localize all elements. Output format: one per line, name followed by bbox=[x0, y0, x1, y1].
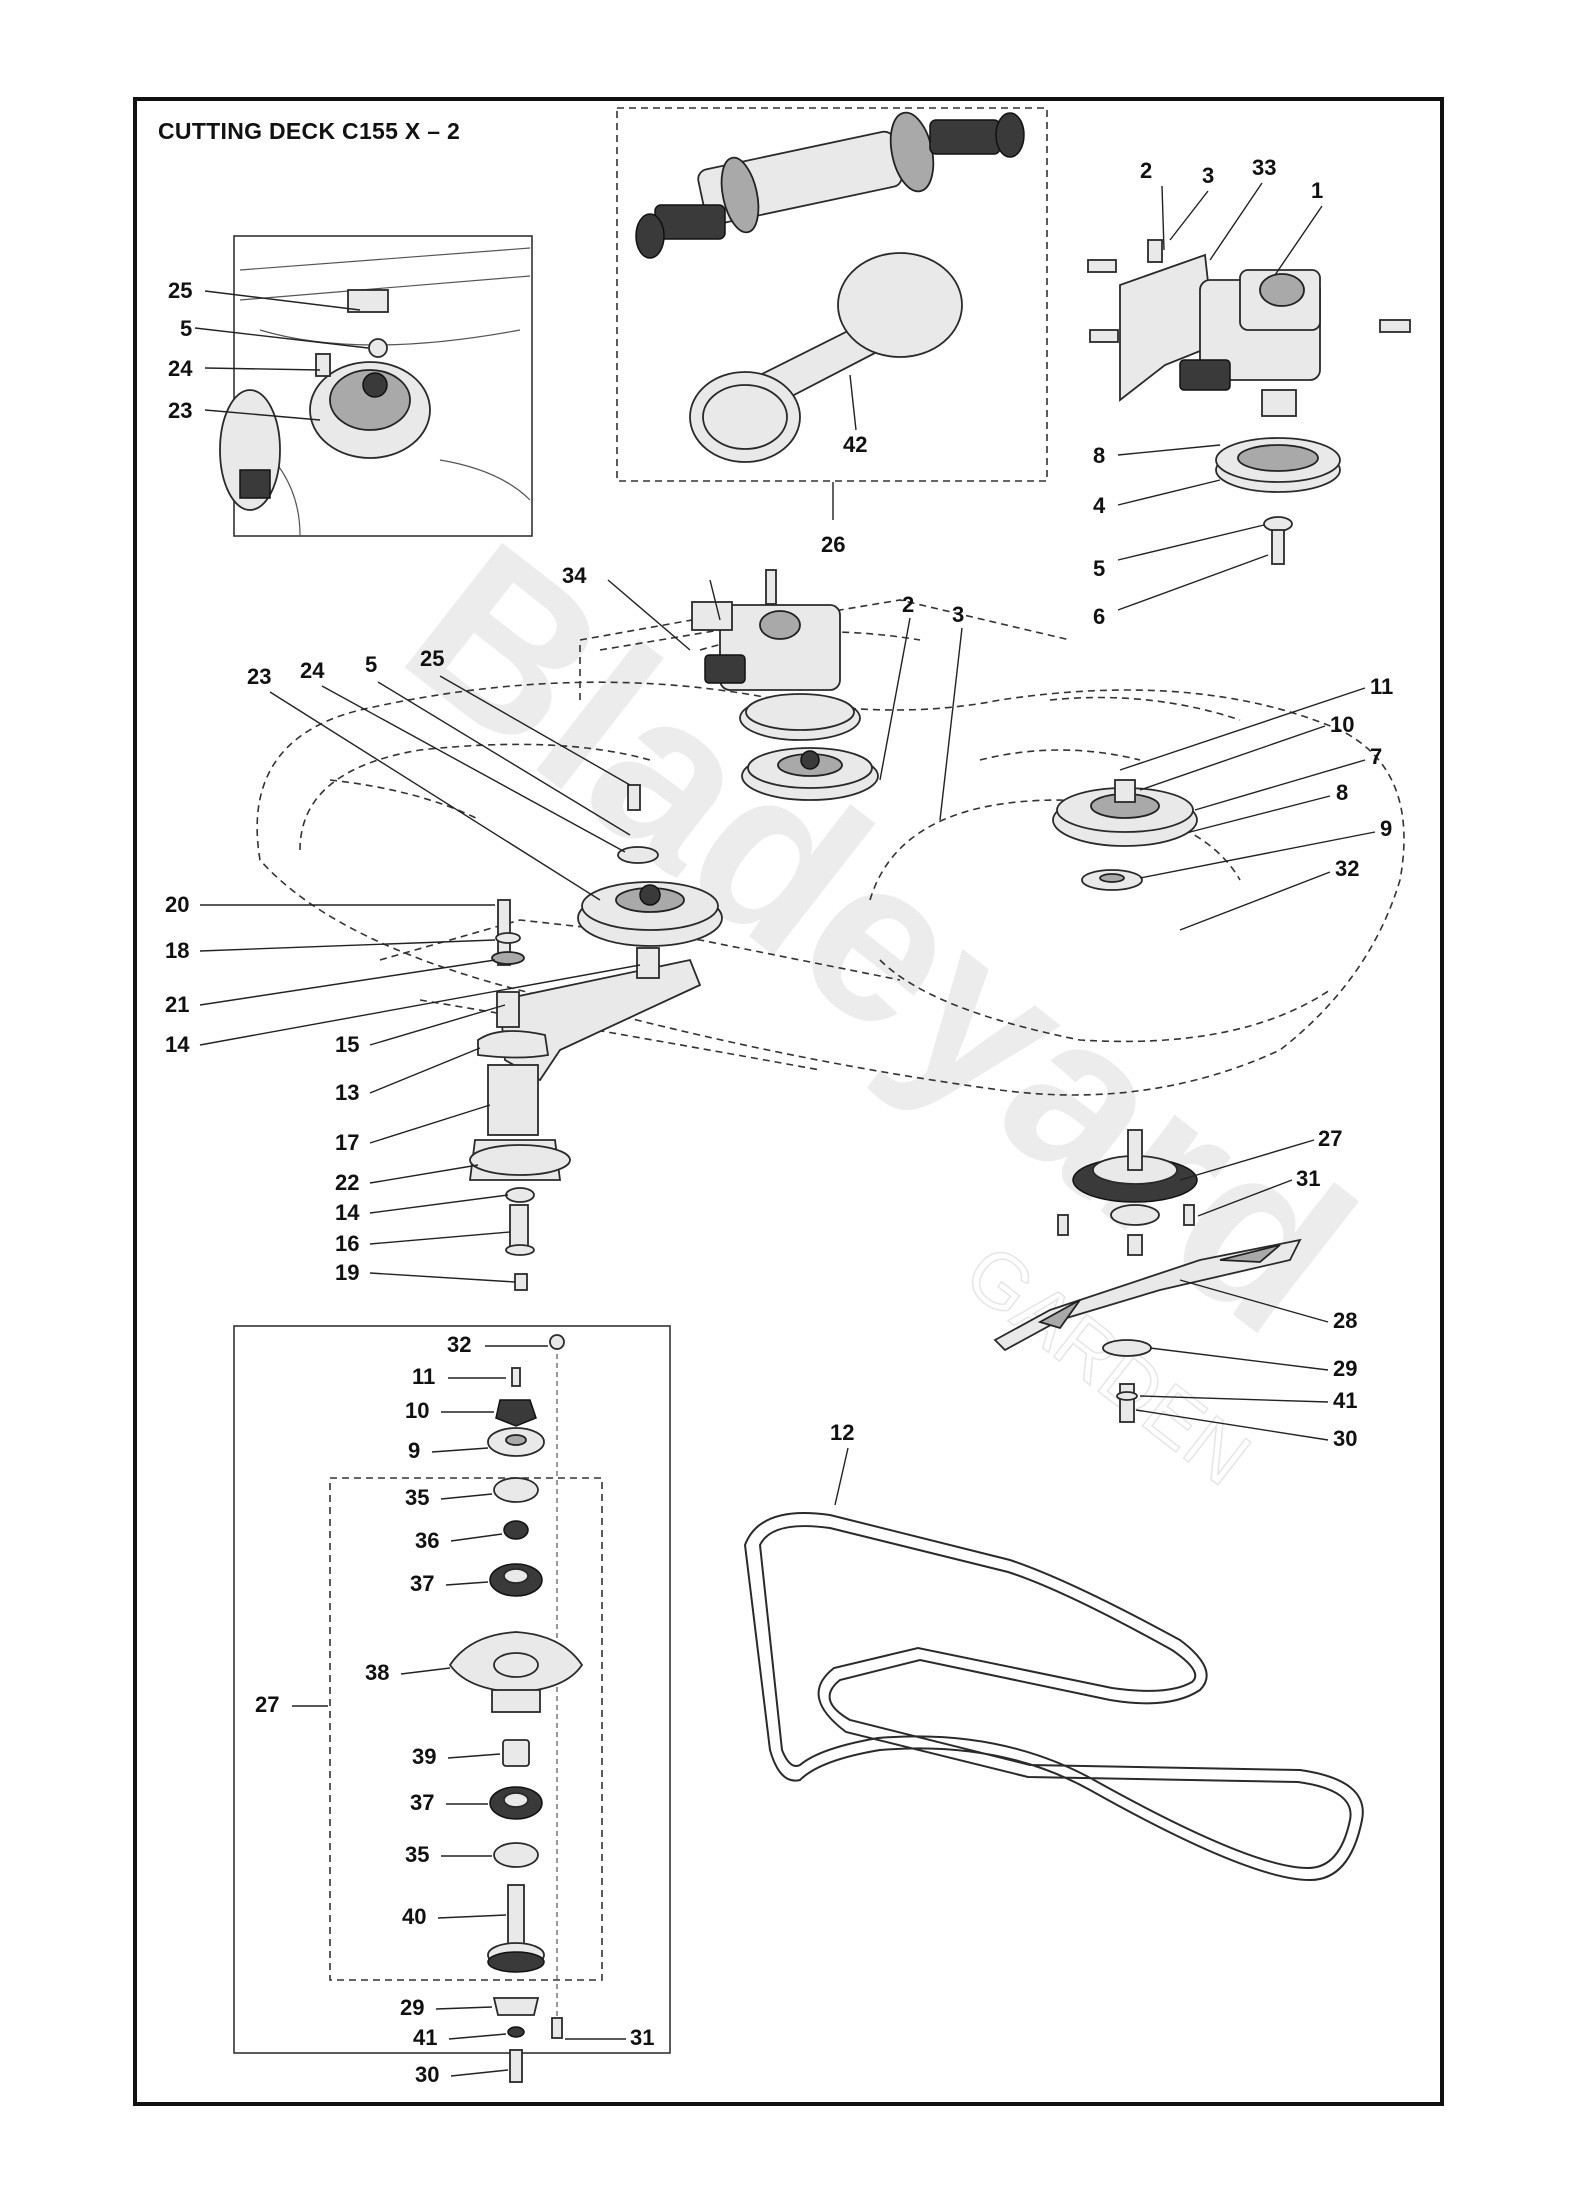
callout-10-deck: 10 bbox=[1330, 712, 1354, 737]
callout-4: 4 bbox=[1093, 493, 1106, 518]
gearbox-assembly bbox=[1087, 239, 1411, 417]
washer-41-blade bbox=[1116, 1391, 1138, 1401]
callout-5-deck: 5 bbox=[365, 652, 377, 677]
callout-24-deck: 24 bbox=[300, 658, 325, 683]
drive-belt bbox=[743, 1512, 1364, 1882]
callout-11-deck: 11 bbox=[1370, 674, 1393, 699]
washer-5-top bbox=[1263, 516, 1293, 532]
callout-19: 19 bbox=[335, 1260, 359, 1285]
callout-9-deck: 9 bbox=[1380, 816, 1392, 841]
callout-35-stack-bottom: 35 bbox=[405, 1842, 429, 1867]
spindle-exploded-box bbox=[233, 1325, 671, 2054]
callout-15: 15 bbox=[335, 1032, 359, 1057]
callout-20: 20 bbox=[165, 892, 189, 917]
washer-29-blade bbox=[1102, 1339, 1152, 1357]
callout-30-blade: 30 bbox=[1333, 1426, 1357, 1451]
callout-34: 34 bbox=[562, 563, 587, 588]
driveshaft-kit-box bbox=[616, 107, 1048, 482]
callout-2-top: 2 bbox=[1140, 158, 1152, 183]
callout-8-top: 8 bbox=[1093, 443, 1105, 468]
shaft-guard bbox=[689, 252, 963, 463]
callout-3-top: 3 bbox=[1202, 163, 1214, 188]
deck-pulleys-center bbox=[739, 693, 879, 801]
inset-view-box bbox=[233, 235, 533, 537]
callout-41-stack: 41 bbox=[413, 2025, 437, 2050]
callout-7: 7 bbox=[1370, 744, 1382, 769]
callout-33: 33 bbox=[1252, 155, 1276, 180]
bolt-30-blade bbox=[1119, 1383, 1135, 1423]
mower-blade bbox=[993, 1238, 1302, 1352]
deck-gearbox bbox=[691, 569, 841, 691]
drive-shaft-assembly bbox=[635, 111, 1025, 259]
callout-24-inset: 24 bbox=[168, 356, 193, 381]
callout-18: 18 bbox=[165, 938, 189, 963]
spindle-parts-stack bbox=[448, 1334, 584, 2083]
callout-14-spindle: 14 bbox=[335, 1200, 360, 1225]
callout-2-deck: 2 bbox=[902, 592, 914, 617]
callout-10-stack: 10 bbox=[405, 1398, 429, 1423]
callout-5-top: 5 bbox=[1093, 556, 1105, 581]
inset-view-detail bbox=[219, 247, 531, 536]
callout-41-blade: 41 bbox=[1333, 1388, 1357, 1413]
callout-12: 12 bbox=[830, 1420, 854, 1445]
callout-38: 38 bbox=[365, 1660, 389, 1685]
callout-22: 22 bbox=[335, 1170, 359, 1195]
callout-36: 36 bbox=[415, 1528, 439, 1553]
callout-8-deck: 8 bbox=[1336, 780, 1348, 805]
cutting-deck-housing bbox=[256, 599, 1405, 1096]
callout-25-deck: 25 bbox=[420, 646, 444, 671]
callout-1: 1 bbox=[1311, 178, 1323, 203]
page-title: CUTTING DECK C155 X – 2 bbox=[158, 118, 461, 144]
callout-11-stack: 11 bbox=[412, 1364, 435, 1389]
callout-40: 40 bbox=[402, 1904, 426, 1929]
callout-6: 6 bbox=[1093, 604, 1105, 629]
callout-37-stack-bottom: 37 bbox=[410, 1790, 434, 1815]
callout-14-deck: 14 bbox=[165, 1032, 190, 1057]
callout-31-spindle: 31 bbox=[1296, 1166, 1320, 1191]
callout-9-stack: 9 bbox=[408, 1438, 420, 1463]
callout-32-deck: 32 bbox=[1335, 856, 1359, 881]
callout-27-spindle: 27 bbox=[1318, 1126, 1342, 1151]
tension-arm-assembly bbox=[468, 899, 702, 1291]
callout-5-inset: 5 bbox=[180, 316, 192, 341]
callout-21: 21 bbox=[165, 992, 189, 1017]
pulley-8-top bbox=[1215, 437, 1341, 493]
bolt-6-top bbox=[1271, 529, 1285, 565]
callout-23-inset: 23 bbox=[168, 398, 192, 423]
blade-spindle-assembly bbox=[1057, 1129, 1198, 1256]
callout-23-deck: 23 bbox=[247, 664, 271, 689]
deck-pulley-right bbox=[1052, 779, 1198, 891]
callout-35-stack-top: 35 bbox=[405, 1485, 429, 1510]
spindle-kit-box bbox=[329, 1477, 603, 1981]
callout-30-stack: 30 bbox=[415, 2062, 439, 2087]
callout-31-stack: 31 bbox=[630, 2025, 654, 2050]
callout-17: 17 bbox=[335, 1130, 359, 1155]
callout-27-stack: 27 bbox=[255, 1692, 279, 1717]
callout-25-inset: 25 bbox=[168, 278, 192, 303]
deck-pulley-left bbox=[577, 784, 723, 947]
callout-32-stack: 32 bbox=[447, 1332, 471, 1357]
callout-29-blade: 29 bbox=[1333, 1356, 1357, 1381]
callout-26: 26 bbox=[821, 532, 845, 557]
callout-16: 16 bbox=[335, 1231, 359, 1256]
callout-29-stack: 29 bbox=[400, 1995, 424, 2020]
callout-39: 39 bbox=[412, 1744, 436, 1769]
callout-28: 28 bbox=[1333, 1308, 1357, 1333]
callout-3-deck: 3 bbox=[952, 602, 964, 627]
page-frame bbox=[133, 97, 1444, 2106]
callout-13: 13 bbox=[335, 1080, 359, 1105]
callout-37-stack-top: 37 bbox=[410, 1571, 434, 1596]
callout-42: 42 bbox=[843, 432, 867, 457]
